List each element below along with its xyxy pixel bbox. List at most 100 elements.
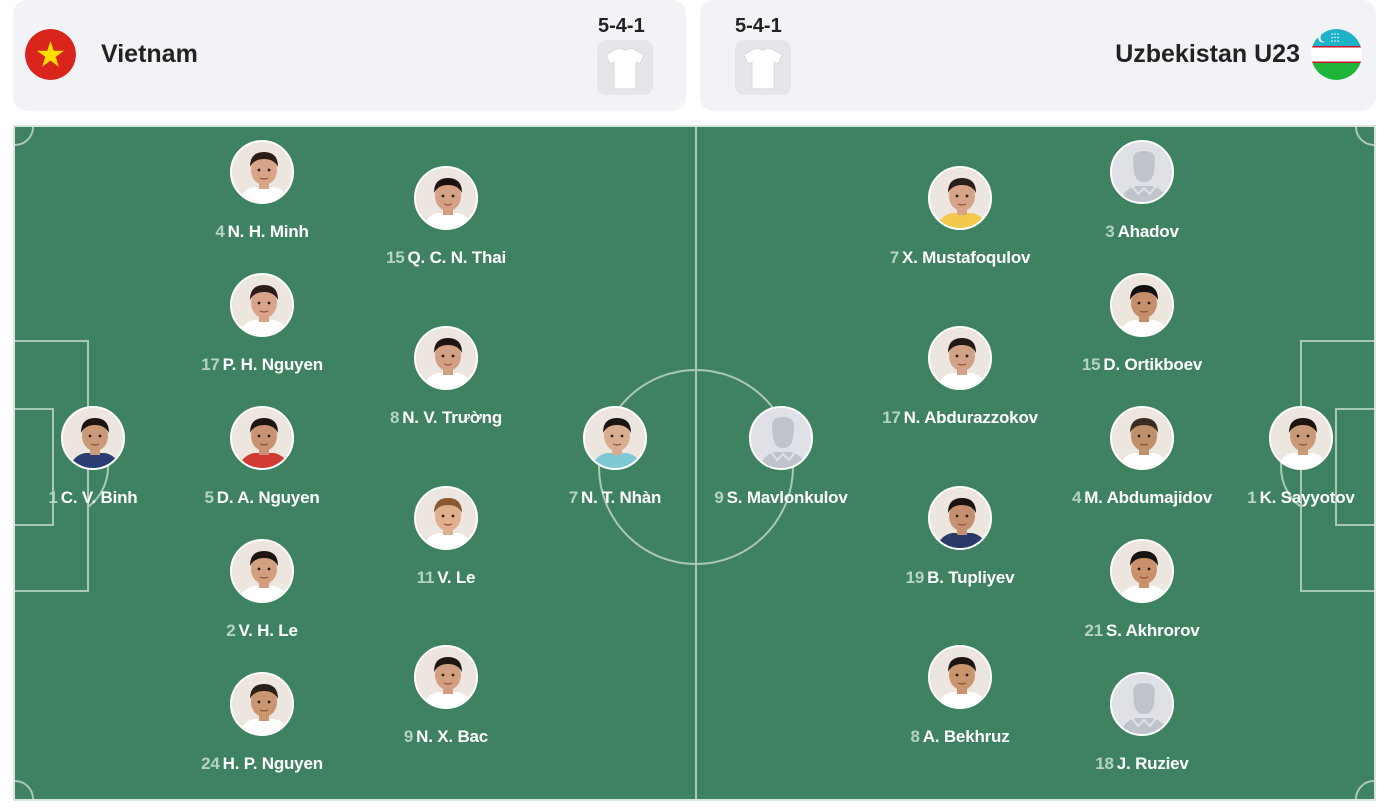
- away-formation: 5-4-1: [735, 15, 782, 37]
- player-placeholder-icon: [749, 406, 813, 470]
- player-number: 4: [1071, 488, 1082, 507]
- player-name: M. Abdumajidov: [1084, 488, 1213, 507]
- player-number: 19: [905, 568, 925, 587]
- player-number: 7: [568, 488, 579, 507]
- player-photo: [1110, 539, 1174, 603]
- player-number: 5: [204, 488, 214, 507]
- player-name: J. Ruziev: [1116, 754, 1189, 773]
- player-name: Ahadov: [1117, 222, 1179, 241]
- player-photo: [230, 273, 294, 337]
- player-number: 17: [882, 408, 901, 427]
- player-name: V. H. Le: [238, 621, 298, 640]
- player-number: 8: [389, 408, 400, 427]
- player-photo: [230, 140, 294, 204]
- player-number: 17: [201, 355, 220, 374]
- vietnam-flag-icon: [25, 29, 76, 80]
- player-number: 4: [215, 222, 225, 241]
- player-number: 7: [889, 248, 899, 267]
- home-team-card: Vietnam 5-4-1: [13, 0, 686, 111]
- away-team-name[interactable]: Uzbekistan U23: [1115, 40, 1300, 68]
- player-name: N. Abdurazzokov: [903, 408, 1038, 427]
- home-team-name[interactable]: Vietnam: [101, 40, 198, 68]
- home-kit-icon: [597, 40, 653, 95]
- player-photo: [414, 645, 478, 709]
- player-name: K. Sayyotov: [1259, 488, 1355, 507]
- player-photo: [230, 406, 294, 470]
- player-placeholder-icon: [1110, 140, 1174, 204]
- player-name: N. H. Minh: [227, 222, 309, 241]
- player-photo: [1110, 273, 1174, 337]
- player-number: 1: [48, 488, 58, 507]
- player-number: 15: [386, 248, 405, 267]
- player-number: 9: [714, 488, 724, 507]
- player-photo: [928, 486, 992, 550]
- player-number: 9: [403, 727, 414, 746]
- player-photo: [1269, 406, 1333, 470]
- player-photo: [928, 645, 992, 709]
- player-photo: [230, 539, 294, 603]
- player-number: 8: [910, 727, 920, 746]
- player-name: D. Ortikboev: [1103, 355, 1203, 374]
- player-name: N. X. Bac: [416, 727, 489, 746]
- player-photo: [414, 486, 478, 550]
- player-number: 3: [1105, 222, 1115, 241]
- away-team-card: 5-4-1 Uzbekistan U23: [700, 0, 1376, 111]
- player-name: A. Bekhruz: [922, 727, 1010, 746]
- player-number: 24: [201, 754, 220, 773]
- away-kit-icon: [735, 40, 791, 95]
- player-photo: [414, 166, 478, 230]
- player-name: D. A. Nguyen: [216, 488, 320, 507]
- player-number: 11: [416, 568, 435, 587]
- player-number: 18: [1095, 754, 1114, 773]
- player-photo: [414, 326, 478, 390]
- player-number: 2: [226, 621, 236, 640]
- player-name: B. Tupliyev: [927, 568, 1015, 587]
- player-number: 15: [1081, 355, 1101, 374]
- player-photo: [61, 406, 125, 470]
- player-name: P. H. Nguyen: [222, 355, 323, 374]
- player-name: X. Mustafoqulov: [901, 248, 1031, 267]
- player-photo: [583, 406, 647, 470]
- player-photo: [1110, 406, 1174, 470]
